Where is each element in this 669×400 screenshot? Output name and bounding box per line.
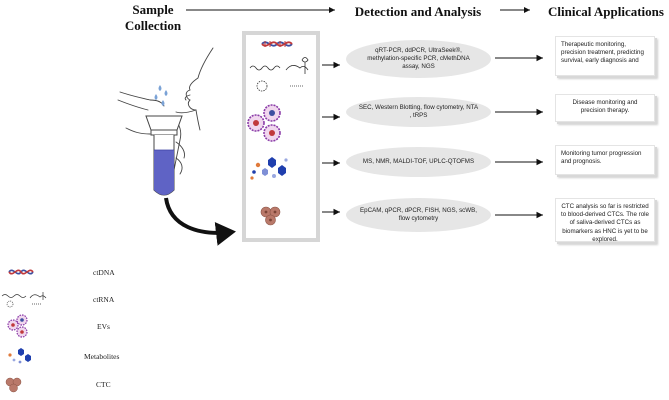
evs-icon [247,104,281,142]
legend-evs-icon [7,314,28,338]
legend-ctc-icon [5,377,22,393]
header-clinical-applications: Clinical Applications [548,4,664,19]
detection-metabolites: MS, NMR, MALDI-TOF, UPLC-QTOFMS [346,147,491,177]
header-detection-analysis: Detection and Analysis [354,4,482,19]
panel-to-detection-arrows [322,61,340,216]
biomarker-panel [242,31,320,242]
legend-label-ctdna: ctDNA [93,268,115,277]
tube-to-panel-arrow [164,197,236,246]
header-sample-collection: Sample Collection [124,2,182,33]
detection-to-clinical-arrows [495,54,543,219]
saliva-drops-icon [154,85,168,106]
legend-ctdna-icon [8,269,34,275]
clinical-metabolites: Monitoring tumor progression and prognos… [555,145,655,175]
detection-ctdna-ctrna: qRT-PCR, ddPCR, UltraSeek®, methylation-… [346,40,491,78]
collection-tube-icon [145,115,183,196]
legend-label-evs: EVs [97,322,110,331]
clinical-ctdna-ctrna: Therapeutic monitoring, precision treatm… [555,36,655,76]
metabolites-icon [250,157,288,180]
ctrna-icon [249,57,309,92]
ctc-icon [260,206,281,226]
ctdna-icon [261,41,293,47]
legend-label-metabolites: Metabolites [84,352,120,361]
clinical-ctc: CTC analysis so far is restricted to blo… [555,198,655,243]
legend-metabolites-icon [8,348,31,364]
legend-label-ctc: CTC [96,380,111,389]
detection-evs: SEC, Western Blotting, flow cytometry, N… [346,97,491,127]
detection-ctc: EpCAM, qPCR, dPCR, FISH, NGS, scWB, flow… [346,198,491,232]
clinical-evs: Disease monitoring and precision therapy… [555,94,655,122]
legend-label-ctrna: ctRNA [93,295,115,304]
legend-ctrna-icon [1,292,47,308]
